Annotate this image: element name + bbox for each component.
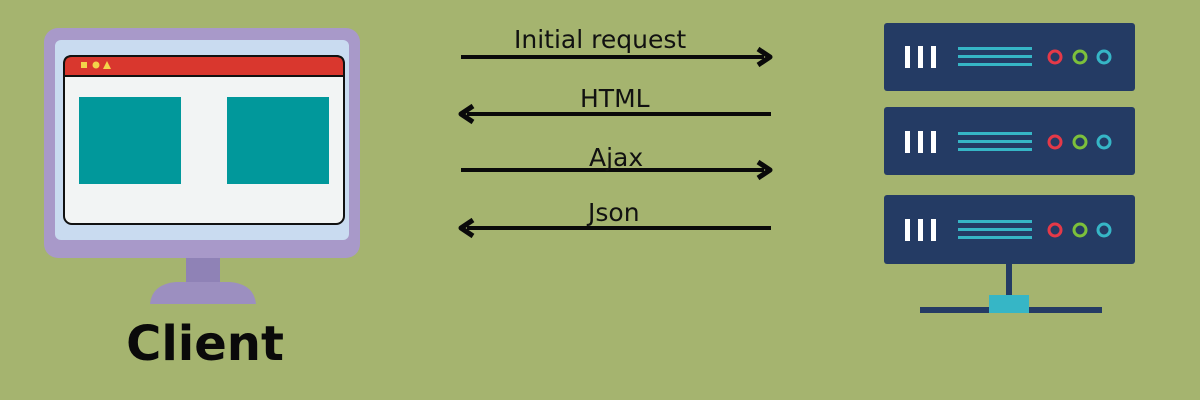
- content-panel-right: [227, 97, 329, 184]
- client-label: Client: [126, 316, 284, 372]
- browser-title-bar: [63, 55, 345, 77]
- server-unit: [884, 107, 1135, 175]
- client-monitor-icon: [44, 28, 360, 304]
- message-label-html: HTML: [580, 84, 650, 113]
- browser-circle-icon: [92, 61, 100, 69]
- browser-square-icon: [81, 62, 87, 68]
- message-label-ajax: Ajax: [589, 143, 644, 172]
- message-arrows: [458, 46, 773, 239]
- message-label-initial-request: Initial request: [514, 25, 687, 54]
- arrowhead-left: [458, 103, 475, 125]
- server-unit: [884, 23, 1135, 91]
- server-rack-icon: [884, 23, 1135, 313]
- arrowhead-right: [756, 159, 773, 181]
- server-unit: [884, 195, 1135, 264]
- network-hub: [989, 295, 1029, 313]
- browser-triangle-icon: [103, 61, 111, 69]
- server-cable: [1006, 264, 1012, 296]
- arrowhead-right: [756, 46, 773, 68]
- content-panel-left: [79, 97, 181, 184]
- arrowhead-left: [458, 217, 475, 239]
- message-label-json: Json: [588, 198, 640, 227]
- monitor-base: [150, 282, 256, 304]
